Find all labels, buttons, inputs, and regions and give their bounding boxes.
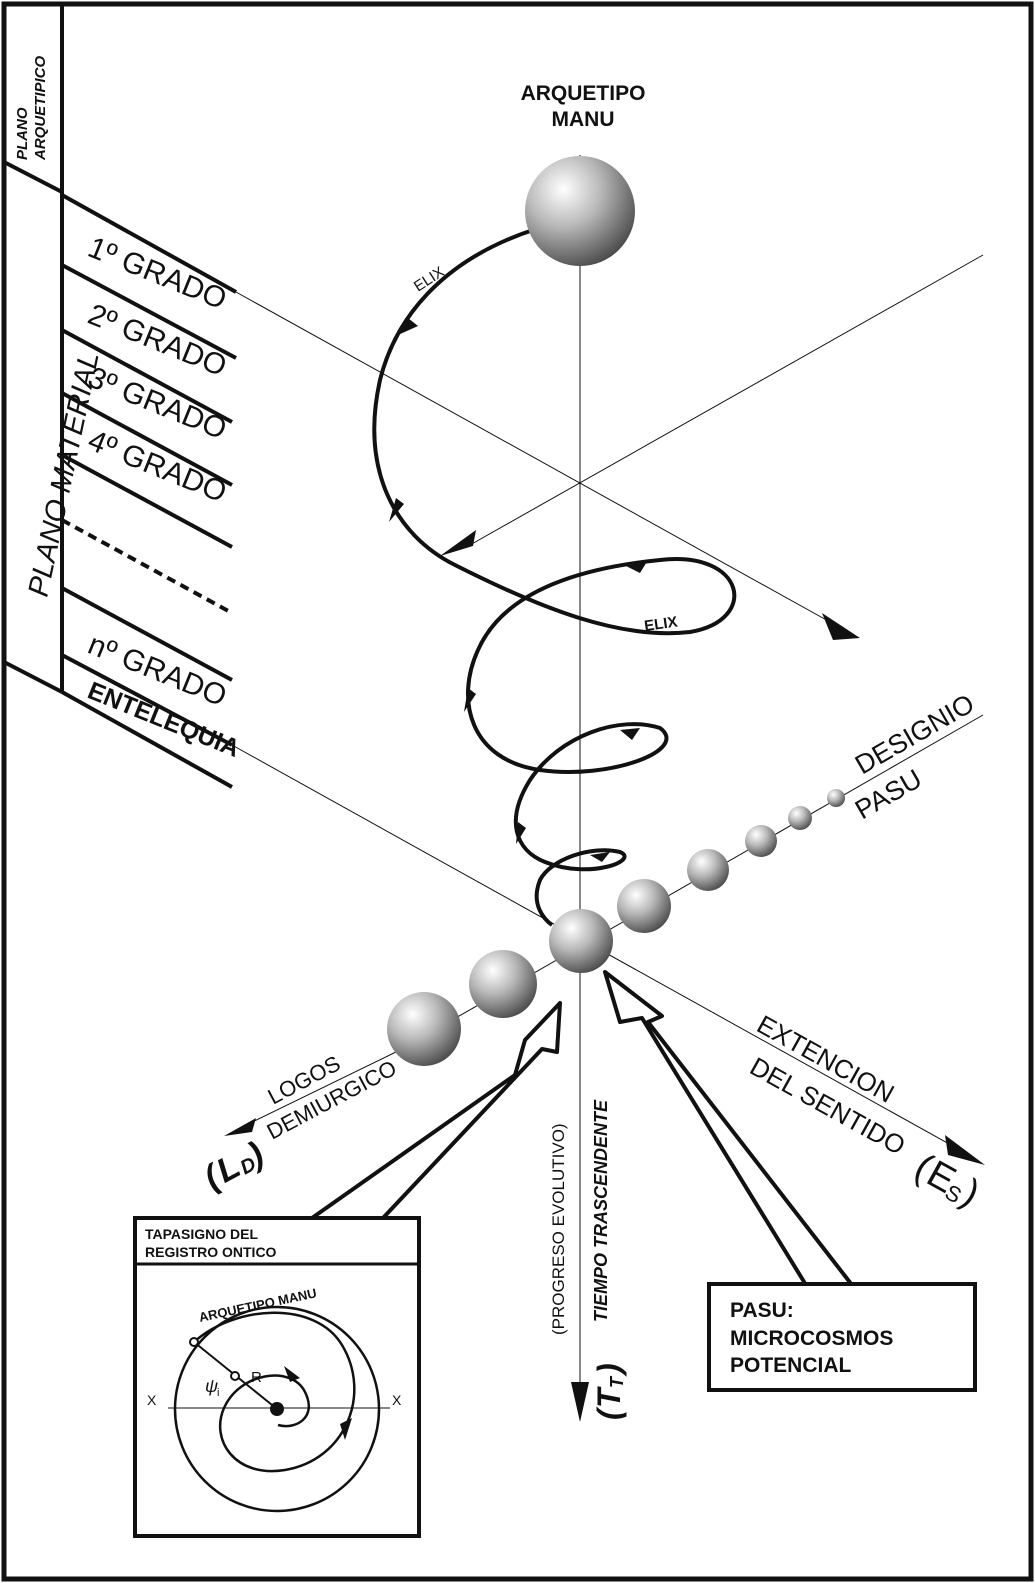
helix-label-lower: ELIX (643, 613, 678, 634)
logos-axis (239, 1049, 401, 1129)
material-plane-bottom (3, 660, 63, 694)
inset-r-label: R (251, 1369, 262, 1386)
sphere-large-left (387, 992, 461, 1066)
pasu-box-line-3: POTENCIAL (730, 1354, 852, 1377)
sphere-right-1 (617, 879, 671, 933)
inset-spiral-arrow-right (340, 1418, 352, 1440)
svg-text:T: T (607, 1375, 627, 1388)
inset-center-dot (270, 1402, 284, 1416)
tiempo-symbol: ( T T ) (591, 1363, 627, 1420)
arquetipo-sphere (525, 156, 635, 266)
progreso-evolutivo-label: (PROGRESO EVOLUTIVO) (549, 1123, 568, 1335)
inset-frame (133, 1216, 421, 1538)
tapasigno-callout-arrow (310, 1001, 562, 1220)
grade-dashed-line (61, 518, 233, 615)
pasu-callout-arrow (603, 970, 854, 1287)
sphere-right-4 (788, 806, 812, 830)
inset-psi-label: ψ (205, 1376, 218, 1396)
designio-label: DESIGNIO (850, 688, 979, 780)
tiempo-trascendente-label: TIEMPO TRASCENDENTE (591, 1099, 611, 1322)
plano-arquetipico-label-1: PLANO (14, 107, 31, 160)
tiempo-axis-arrowhead (571, 1382, 589, 1422)
logos-axis-arrowhead (224, 1118, 256, 1136)
upper-diagonal-axis (235, 291, 831, 623)
extencion-symbol: ( E S ) (908, 1146, 987, 1215)
inset-spiral-arrow-inner (284, 1366, 300, 1382)
sphere-right-2 (687, 849, 729, 891)
helix-outer-loop (372, 227, 737, 927)
manu-label: MANU (552, 108, 615, 131)
inset-title-line-2: REGISTRO ONTICO (145, 1244, 277, 1260)
sphere-right-3 (745, 825, 777, 857)
pasu-box-line-1: PASU: (730, 1299, 794, 1322)
svg-text:T: T (591, 1386, 627, 1408)
inset-title-line-1: TAPASIGNO DEL (145, 1226, 258, 1242)
upper-axis-arrowhead (822, 613, 860, 640)
logos-symbol: ( L D ) (198, 1135, 270, 1197)
grade-lines (61, 193, 237, 789)
plano-arquetipico-label-2: ARQUETIPICO (32, 55, 49, 161)
axis-arrowheads (224, 530, 985, 1422)
inset-outer-circle (173, 1305, 381, 1513)
inset-spiral (193, 1311, 356, 1473)
svg-text:): ) (591, 1363, 627, 1377)
svg-text:(: ( (591, 1406, 627, 1420)
pasu-box (707, 1282, 977, 1392)
pasu-spheres (387, 789, 845, 1066)
tapasigno-inset: TAPASIGNO DEL REGISTRO ONTICO X X ψ i R … (133, 1216, 421, 1538)
inset-x-left: X (147, 1392, 157, 1408)
inset-x-right: X (392, 1392, 402, 1408)
extencion-axis-arrowhead (945, 1135, 985, 1165)
sphere-left (469, 950, 537, 1018)
archetypal-plane-divider (3, 160, 63, 194)
inset-psi-subscript: i (217, 1387, 219, 1399)
inset-outer-node (189, 1337, 199, 1347)
pasu-box-line-2: MICROCOSMOS (730, 1327, 893, 1350)
helix-arrowheads (389, 318, 648, 862)
helix (372, 227, 737, 927)
arquetipo-label: ARQUETIPO (521, 82, 646, 105)
back-axis-arrowhead (440, 530, 476, 556)
inset-inner-node (230, 1371, 240, 1381)
sphere-right-5 (827, 789, 845, 807)
sphere-center (549, 909, 613, 973)
back-diagonal-axis (469, 254, 984, 546)
